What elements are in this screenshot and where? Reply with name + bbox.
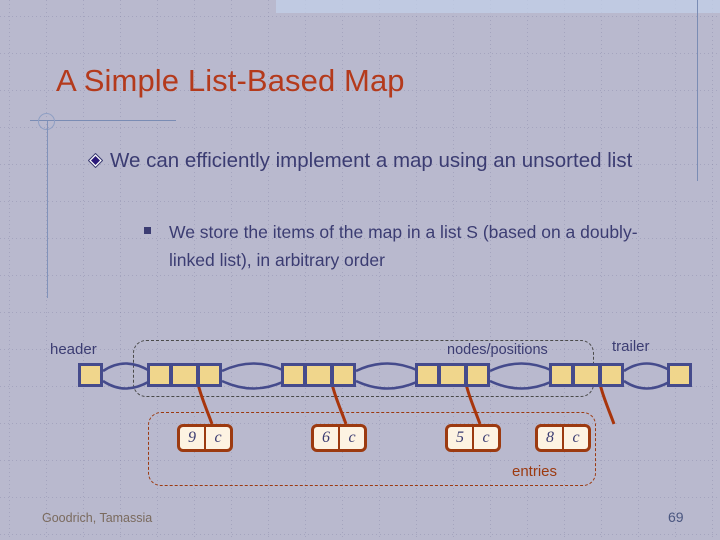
- grid-line: [0, 16, 720, 17]
- entry-value: c: [572, 429, 580, 446]
- entry-value: c: [482, 429, 490, 446]
- bullet-text-level1: We can efficiently implement a map using…: [110, 149, 633, 172]
- node-next-cell: [599, 363, 624, 387]
- grid-line: [0, 127, 720, 128]
- entry-box: 6 c: [311, 424, 367, 452]
- label-nodes-positions: nodes/positions: [447, 342, 548, 358]
- node-element-cell: [574, 363, 599, 387]
- entry-box: 9 c: [177, 424, 233, 452]
- entry-key: 9: [180, 427, 206, 449]
- entry-box: 5 c: [445, 424, 501, 452]
- top-decorative-band: [276, 0, 720, 13]
- node-prev-cell: [147, 363, 172, 387]
- page-title: A Simple List-Based Map: [56, 63, 405, 98]
- node-prev-cell: [281, 363, 306, 387]
- label-entries: entries: [512, 463, 558, 480]
- entry-value: c: [214, 429, 222, 446]
- left-vertical-rule: [47, 121, 48, 298]
- bullet-item-level1: We can efficiently implement a map using…: [87, 146, 673, 176]
- grid-line: [9, 0, 10, 540]
- bullet-text-level2: We store the items of the map in a list …: [169, 222, 638, 270]
- right-vertical-rule: [697, 0, 698, 181]
- node-next-cell: [197, 363, 222, 387]
- grid-line: [0, 53, 720, 54]
- title-circle-ornament: [38, 113, 55, 130]
- entry-key: 5: [448, 427, 474, 449]
- node-next-cell: [465, 363, 490, 387]
- node-next-cell: [331, 363, 356, 387]
- grid-line: [0, 275, 720, 276]
- label-header: header: [50, 341, 97, 358]
- node-element-cell: [440, 363, 465, 387]
- label-trailer: trailer: [612, 338, 650, 355]
- node-prev-cell: [549, 363, 574, 387]
- entry-value: c: [348, 429, 356, 446]
- entry-key: 6: [314, 427, 340, 449]
- entries-group-outline: [148, 412, 596, 486]
- grid-line: [712, 0, 713, 540]
- title-underline-rule: [30, 120, 176, 121]
- grid-line: [0, 312, 720, 313]
- node-element-cell: [306, 363, 331, 387]
- entry-box: 8 c: [535, 424, 591, 452]
- footer-authors: Goodrich, Tamassia: [42, 511, 153, 525]
- grid-line: [0, 201, 720, 202]
- grid-line: [0, 534, 720, 535]
- diamond-bullet-icon: [87, 152, 104, 169]
- footer-page-number: 69: [668, 509, 684, 525]
- node-element-cell: [172, 363, 197, 387]
- header-sentinel-cell: [78, 363, 103, 387]
- square-bullet-icon: [144, 227, 151, 234]
- bullet-item-level2: We store the items of the map in a list …: [144, 218, 664, 274]
- grid-line: [675, 0, 676, 540]
- grid-line: [0, 497, 720, 498]
- entry-key: 8: [538, 427, 564, 449]
- trailer-sentinel-cell: [667, 363, 692, 387]
- node-prev-cell: [415, 363, 440, 387]
